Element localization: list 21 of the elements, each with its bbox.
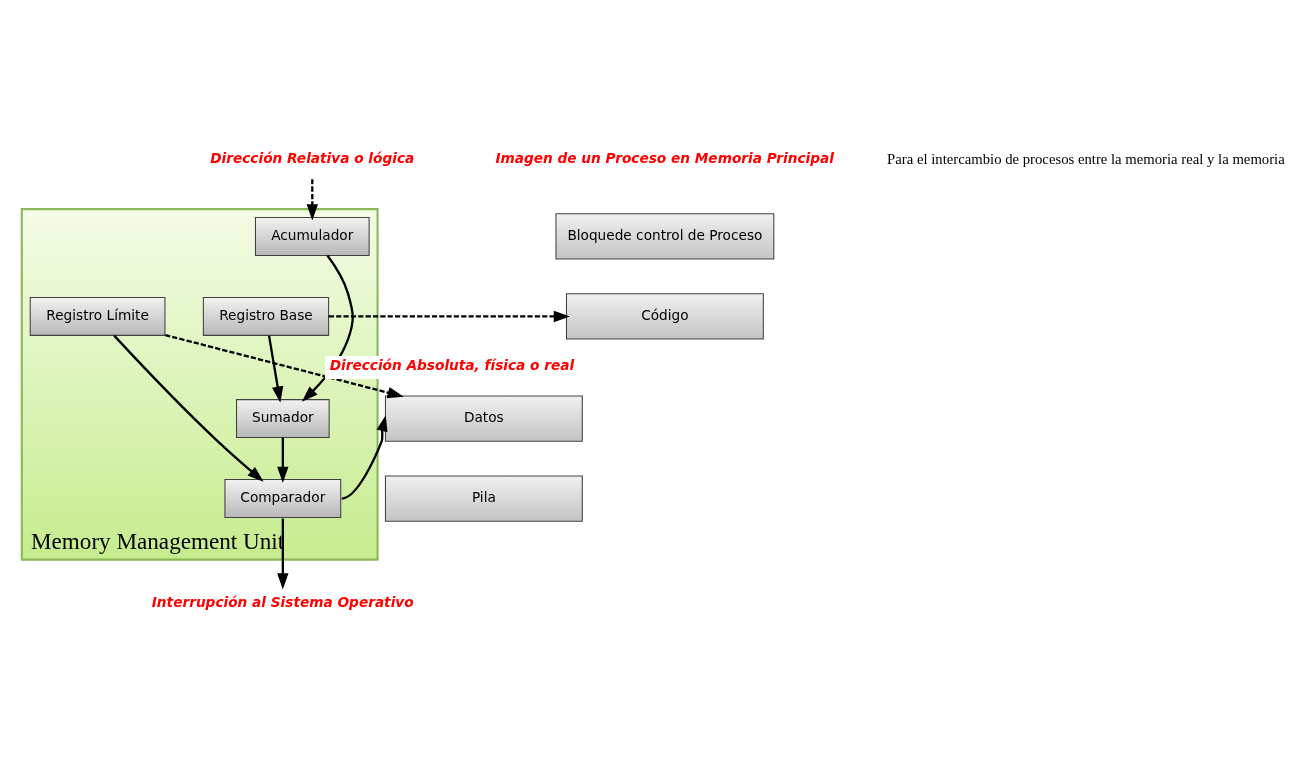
node-text: Interrupción al Sistema Operativo (151, 593, 414, 610)
node-box: Pila (384, 474, 583, 522)
node-box: Registro Límite (29, 296, 165, 336)
arrow (341, 414, 387, 500)
arrow (267, 335, 283, 403)
node-box: Código (565, 292, 764, 340)
arrow (112, 334, 264, 482)
arrow (306, 178, 318, 221)
node-box: Datos (384, 394, 583, 442)
node-box: Comparador (223, 478, 341, 518)
label: Para el intercambio de procesos entre la memoria real y la memoria (886, 150, 1285, 167)
node-box: Bloquede control de Proceso (554, 212, 774, 260)
arrow (164, 333, 404, 398)
node-box: Registro Base (202, 296, 329, 336)
node-box: Acumulador (254, 216, 370, 256)
node-text: Dirección Relativa o lógica (209, 149, 414, 166)
node-box: Sumador (235, 398, 330, 438)
arrow (328, 310, 570, 322)
arrow (276, 437, 288, 483)
label: Imagen de un Proceso en Memoria Principal (494, 149, 834, 166)
arrow (276, 518, 288, 589)
